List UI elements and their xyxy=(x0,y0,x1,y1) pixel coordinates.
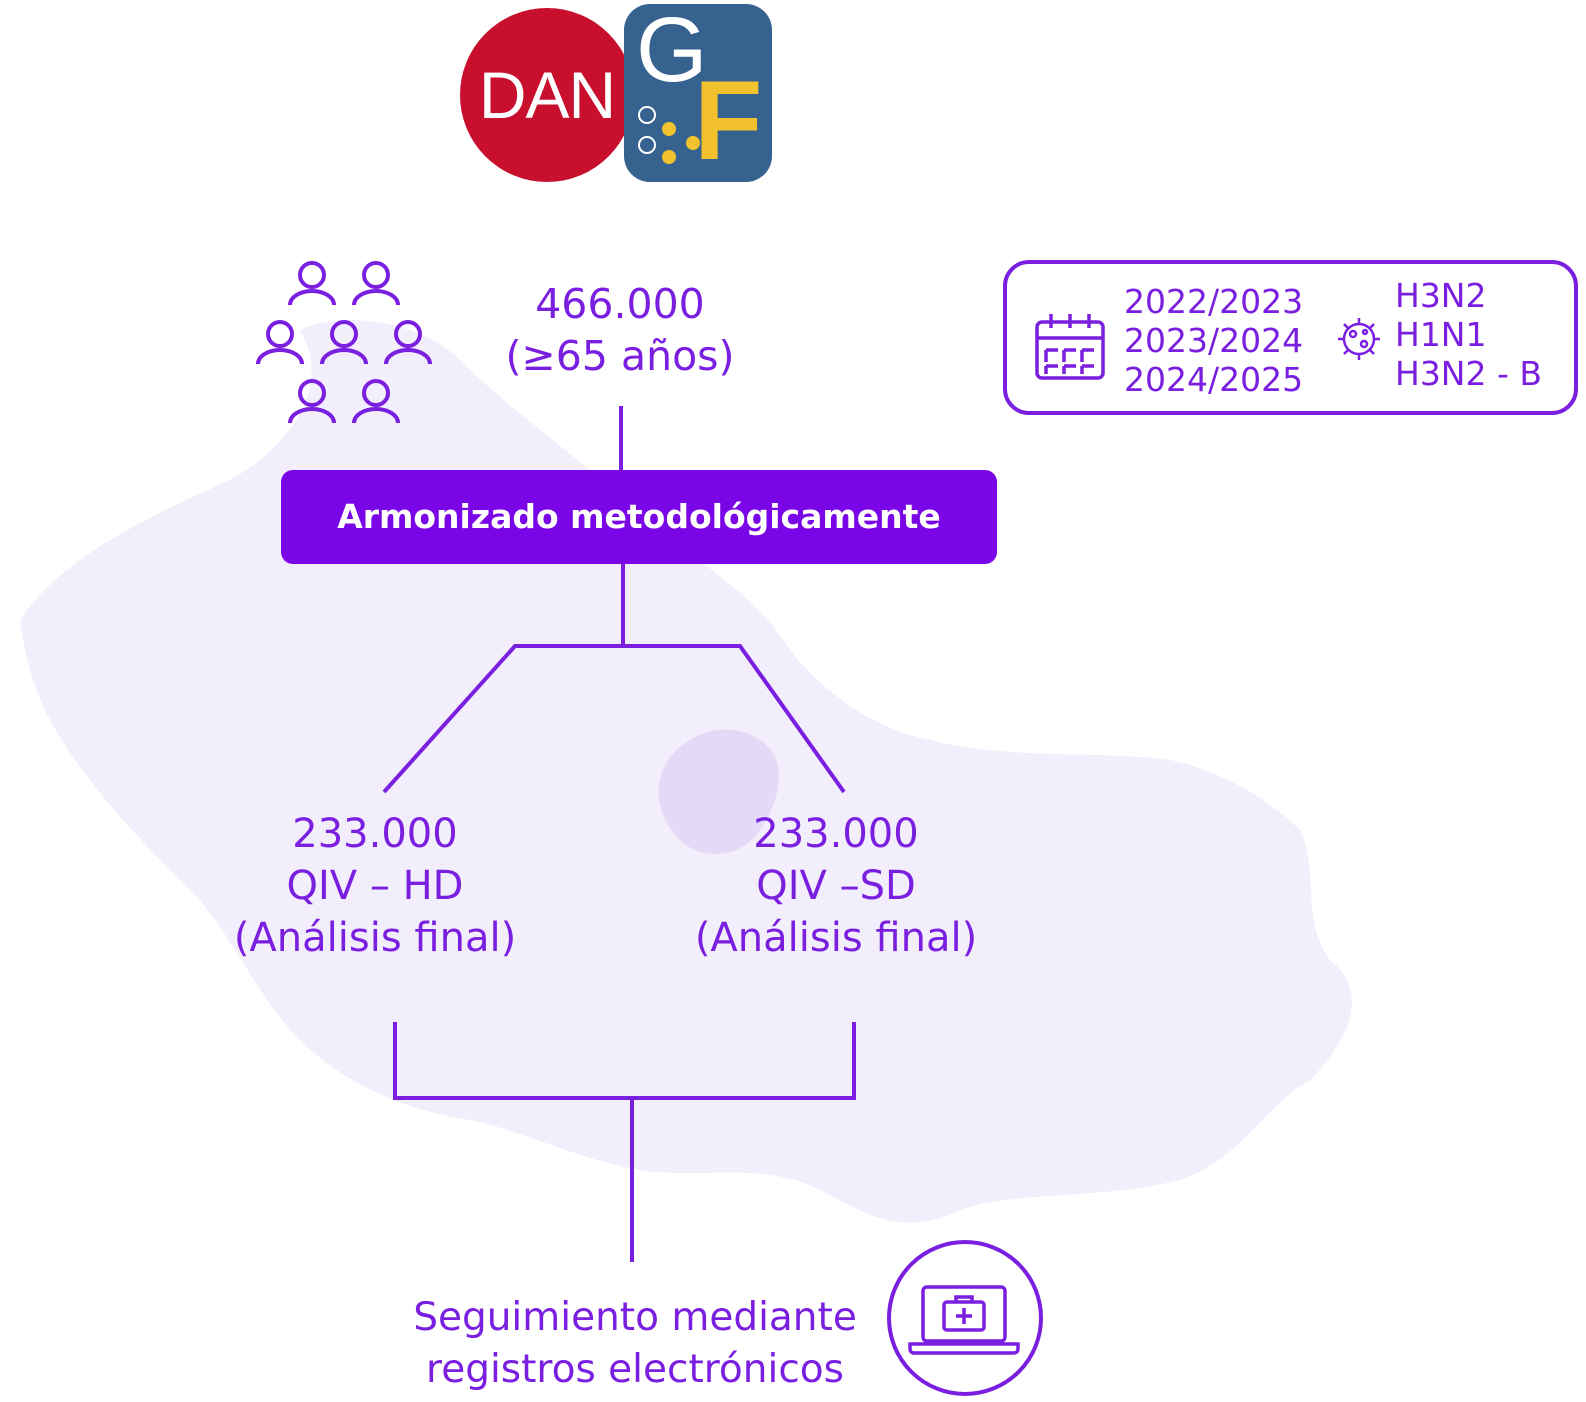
gf-logo-dot xyxy=(662,122,676,136)
strain-item: H3N2 xyxy=(1395,276,1487,315)
season-item: 2024/2025 xyxy=(1124,360,1304,399)
population-label: 466.000 (≥65 años) xyxy=(480,278,760,382)
branch-sd: 233.000 QIV –SD (Análisis final) xyxy=(666,808,1006,964)
strain-item: H1N1 xyxy=(1395,315,1487,354)
gf-logo-dot xyxy=(638,106,656,124)
gf-logo-dot xyxy=(638,136,656,154)
branch-count: 233.000 xyxy=(753,811,919,857)
dan-logo: DAN xyxy=(460,8,634,182)
gf-logo-f: F xyxy=(694,58,763,182)
gf-logo-g: G xyxy=(636,4,708,101)
follow-up-label: Seguimiento mediante registros electróni… xyxy=(380,1292,890,1396)
branch-count: 233.000 xyxy=(292,811,458,857)
harmonized-label: Armonizado metodológicamente xyxy=(337,497,941,536)
gf-logo-dot xyxy=(662,150,676,164)
seasons-strains-box xyxy=(1003,260,1578,415)
branch-note: (Análisis final) xyxy=(694,915,978,961)
gf-logo: G F xyxy=(624,4,772,182)
follow-up-line1: Seguimiento mediante xyxy=(413,1295,857,1340)
follow-up-line2: registros electrónicos xyxy=(426,1347,844,1392)
season-item: 2022/2023 xyxy=(1124,282,1304,321)
dan-logo-text: DAN xyxy=(478,58,616,132)
seasons-list: 2022/2023 2023/2024 2024/2025 xyxy=(1124,282,1303,399)
laptop-circle xyxy=(887,1240,1043,1396)
strains-list: H3N2 H1N1 H3N2 - B xyxy=(1395,276,1542,393)
branch-vaccine: QIV – HD xyxy=(286,863,464,909)
population-age: (≥65 años) xyxy=(505,332,735,380)
branch-note: (Análisis final) xyxy=(233,915,517,961)
branch-hd: 233.000 QIV – HD (Análisis final) xyxy=(205,808,545,964)
branch-vaccine: QIV –SD xyxy=(756,863,916,909)
strain-item: H3N2 - B xyxy=(1395,354,1543,393)
gf-logo-dot xyxy=(686,136,700,150)
season-item: 2023/2024 xyxy=(1124,321,1304,360)
harmonized-box: Armonizado metodológicamente xyxy=(281,470,997,564)
population-count: 466.000 xyxy=(535,280,705,328)
